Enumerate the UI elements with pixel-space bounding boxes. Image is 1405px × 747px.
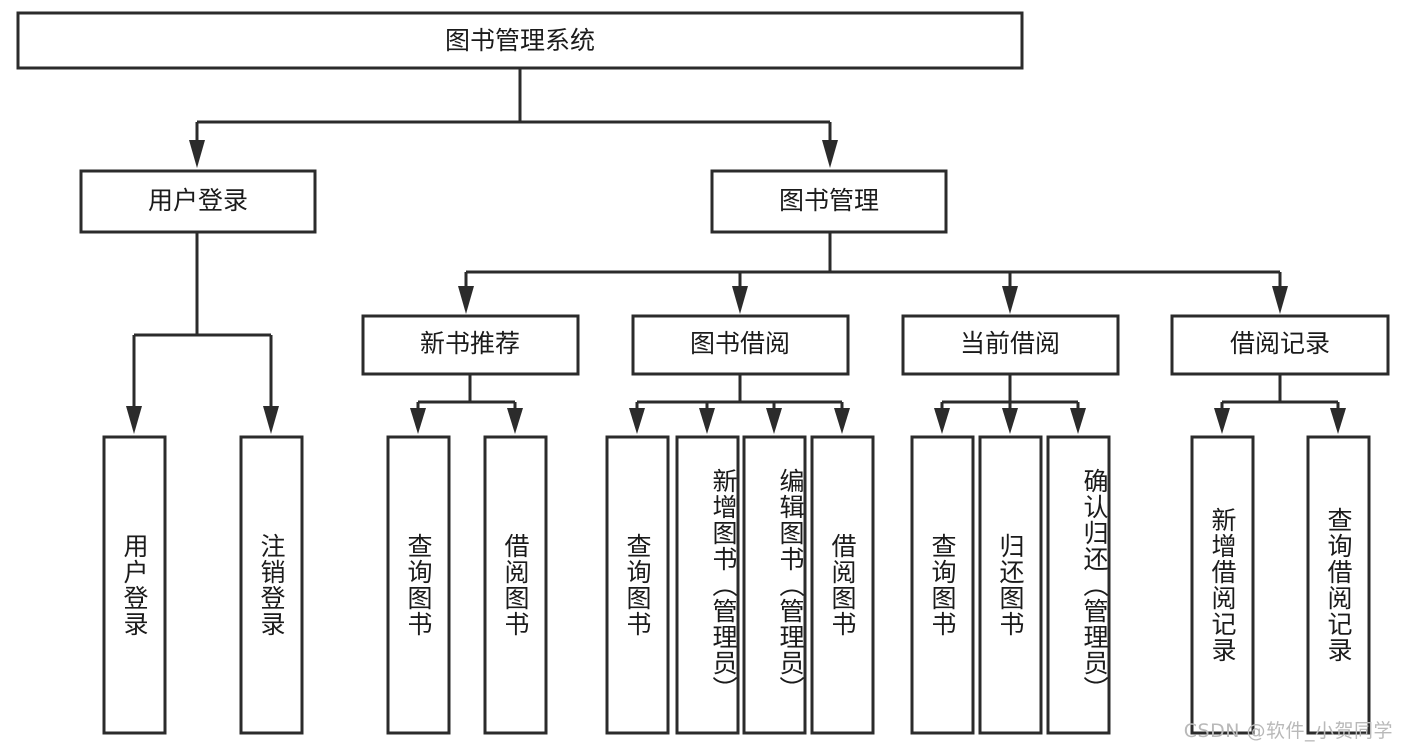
- connectors-record-to-leaves: [1214, 374, 1346, 434]
- leaf-box-edit-book-admin[interactable]: [742, 435, 807, 735]
- leaf-box-confirm-return-admin[interactable]: [1046, 435, 1111, 735]
- arrow-head-icon: [699, 408, 715, 434]
- arrow-head-icon: [458, 286, 474, 314]
- connectors-current-to-leaves: [934, 374, 1086, 434]
- watermark-text: CSDN @软件_小贺同学: [1183, 720, 1393, 742]
- leaf-box-query-borrow-record[interactable]: [1306, 435, 1371, 735]
- leaf-box-query-book-current[interactable]: [910, 435, 975, 735]
- arrow-head-icon: [1272, 286, 1288, 314]
- leaf-box-add-borrow-record[interactable]: [1190, 435, 1255, 735]
- node-box[interactable]: [79, 169, 317, 234]
- node-box[interactable]: [1170, 314, 1390, 376]
- leaf-box-user-login[interactable]: [102, 435, 167, 735]
- node-label: 新书推荐: [420, 329, 520, 358]
- node-new-book-recommend[interactable]: 新书推荐: [361, 314, 580, 376]
- arrow-head-icon: [1330, 408, 1346, 434]
- node-label: 当前借阅: [960, 329, 1060, 358]
- connectors-root-to-level2: [189, 68, 838, 168]
- node-box[interactable]: [361, 314, 580, 376]
- node-user-login[interactable]: 用户登录: [79, 169, 317, 234]
- arrow-head-icon: [189, 140, 205, 168]
- arrow-head-icon: [822, 140, 838, 168]
- leaf-box-query-book-recommend[interactable]: [386, 435, 451, 735]
- leaf-box-borrow-book-recommend[interactable]: [483, 435, 548, 735]
- arrow-head-icon: [1002, 408, 1018, 434]
- leaf-box-query-book-borrow[interactable]: [605, 435, 670, 735]
- node-book-management[interactable]: 图书管理: [710, 169, 948, 234]
- node-label: 用户登录: [148, 186, 248, 215]
- node-label: 图书管理系统: [445, 26, 595, 55]
- connectors-newbook-to-leaves: [410, 374, 523, 434]
- node-box[interactable]: [631, 314, 850, 376]
- leaf-box-logout[interactable]: [239, 435, 304, 735]
- node-book-borrow[interactable]: 图书借阅: [631, 314, 850, 376]
- arrow-head-icon: [263, 406, 279, 434]
- arrow-head-icon: [834, 408, 850, 434]
- node-box[interactable]: [710, 169, 948, 234]
- arrow-head-icon: [1214, 408, 1230, 434]
- node-current-borrow[interactable]: 当前借阅: [901, 314, 1120, 376]
- connectors-bookmgmt-to-level3: [458, 232, 1288, 314]
- arrow-head-icon: [410, 408, 426, 434]
- arrow-head-icon: [507, 408, 523, 434]
- arrow-head-icon: [732, 286, 748, 314]
- connectors-userlogin-to-leaves: [126, 232, 279, 434]
- node-root[interactable]: 图书管理系统: [16, 11, 1024, 70]
- node-box[interactable]: [16, 11, 1024, 70]
- arrow-head-icon: [629, 408, 645, 434]
- connectors-borrow-to-leaves: [629, 374, 850, 434]
- arrow-head-icon: [766, 408, 782, 434]
- arrow-head-icon: [1070, 408, 1086, 434]
- node-box[interactable]: [901, 314, 1120, 376]
- node-borrow-record[interactable]: 借阅记录: [1170, 314, 1390, 376]
- leaf-box-add-book-admin[interactable]: [675, 435, 740, 735]
- node-label: 图书借阅: [690, 329, 790, 358]
- node-label: 借阅记录: [1230, 329, 1330, 358]
- arrow-head-icon: [934, 408, 950, 434]
- arrow-head-icon: [126, 406, 142, 434]
- arrow-head-icon: [1002, 286, 1018, 314]
- node-label: 图书管理: [779, 186, 879, 215]
- leaf-box-return-book[interactable]: [978, 435, 1043, 735]
- leaf-box-borrow-book[interactable]: [810, 435, 875, 735]
